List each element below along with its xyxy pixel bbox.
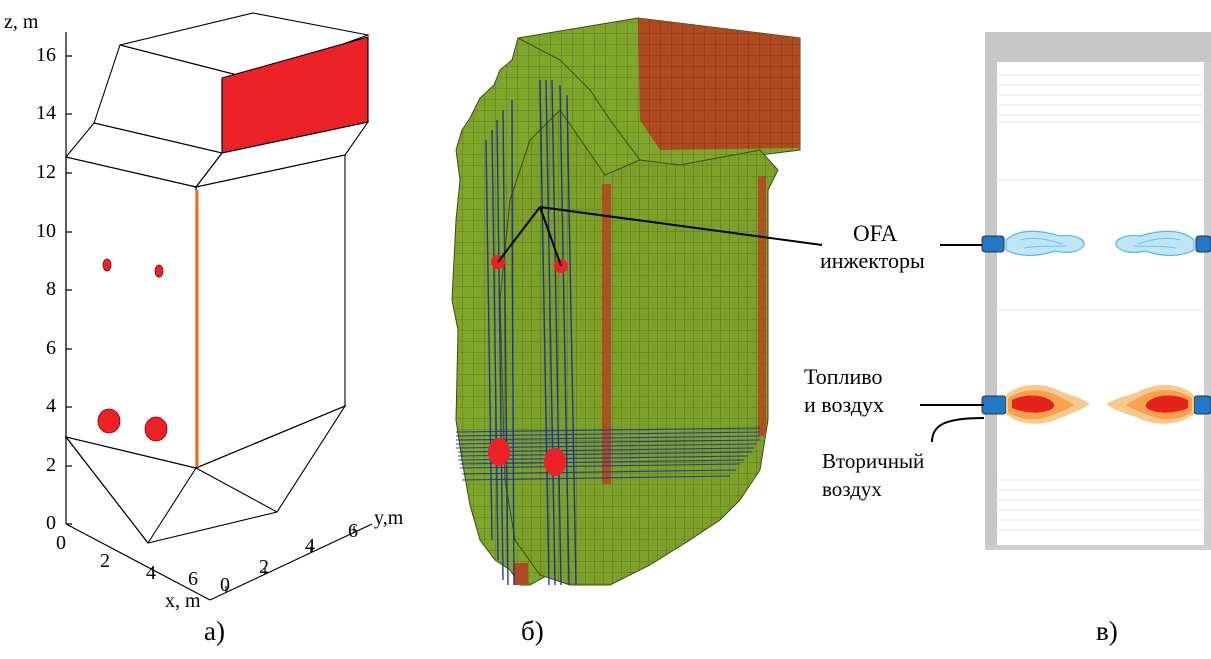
secondary-air-line1: Вторичный xyxy=(822,449,925,473)
y-axis-label: y,m xyxy=(374,507,404,529)
z-tick-4: 4 xyxy=(46,395,56,417)
mesh-outlet-face xyxy=(638,18,800,150)
z-tick-10: 10 xyxy=(36,220,56,242)
y-tick-6: 6 xyxy=(348,520,358,542)
ofa-port-1 xyxy=(102,258,112,272)
y-tick-0: 0 xyxy=(220,574,230,596)
y-tick-2: 2 xyxy=(259,556,269,578)
x-axis-line xyxy=(65,523,211,601)
furnace-geometry-panel-a xyxy=(64,12,373,601)
furnace-wall-outline xyxy=(985,32,1211,550)
furnace-neck xyxy=(65,122,223,188)
x-axis-label: x, m xyxy=(165,590,201,612)
mesh-refinement-lines xyxy=(485,79,577,586)
ofa-jet-right xyxy=(1115,230,1195,256)
outlet-face xyxy=(221,36,369,154)
x-tick-6: 6 xyxy=(188,568,198,590)
burner-port-2 xyxy=(144,416,168,442)
y-axis-line xyxy=(209,523,373,601)
panel-c-letter: в) xyxy=(1096,616,1118,646)
x-tick-0: 0 xyxy=(56,532,66,554)
ofa-label-line2: инжекторы xyxy=(820,248,925,273)
z-tick-0: 0 xyxy=(46,512,56,534)
x-tick-4: 4 xyxy=(146,562,156,584)
z-tick-16: 16 xyxy=(36,44,56,66)
ofa-port-2 xyxy=(154,264,164,278)
furnace-front-face xyxy=(65,156,197,469)
ofa-jet-left xyxy=(1005,230,1085,256)
panel-b-letter: б) xyxy=(521,616,544,646)
secondary-air-line2: воздух xyxy=(822,477,882,501)
flame-cross-section-panel-c xyxy=(920,32,1211,550)
z-axis-label: z, m xyxy=(4,11,39,33)
ofa-leader-lines xyxy=(497,206,823,267)
ofa-nozzle-left xyxy=(981,235,1005,253)
z-tick-12: 12 xyxy=(36,161,56,183)
burner-nozzle-right xyxy=(1193,395,1211,415)
x-tick-2: 2 xyxy=(100,550,110,572)
fuel-label-line1: Топливо xyxy=(804,364,883,389)
mesh-burner-port-1 xyxy=(488,438,510,466)
mesh-burner-port-2 xyxy=(544,448,566,476)
panel-a-letter: а) xyxy=(204,616,225,646)
burner-port-1 xyxy=(97,408,121,434)
y-tick-4: 4 xyxy=(305,535,315,557)
secondary-air-leader xyxy=(931,417,985,443)
furnace-side-face xyxy=(195,154,346,469)
fuel-label-line2: и воздух xyxy=(804,392,884,417)
ofa-nozzle-right xyxy=(1195,235,1211,253)
burner-nozzle-left xyxy=(981,395,1007,415)
z-tick-2: 2 xyxy=(46,454,56,476)
computational-mesh-panel-b xyxy=(451,17,823,586)
z-tick-14: 14 xyxy=(36,102,56,124)
z-tick-6: 6 xyxy=(46,337,56,359)
mesh-wall-strip-1 xyxy=(602,184,611,484)
ofa-label-line1: OFA xyxy=(853,221,898,246)
z-tick-8: 8 xyxy=(46,278,56,300)
z-axis-ticks xyxy=(66,55,72,525)
mesh-wall-strip-2 xyxy=(758,176,766,436)
grid-lines xyxy=(998,74,1203,531)
